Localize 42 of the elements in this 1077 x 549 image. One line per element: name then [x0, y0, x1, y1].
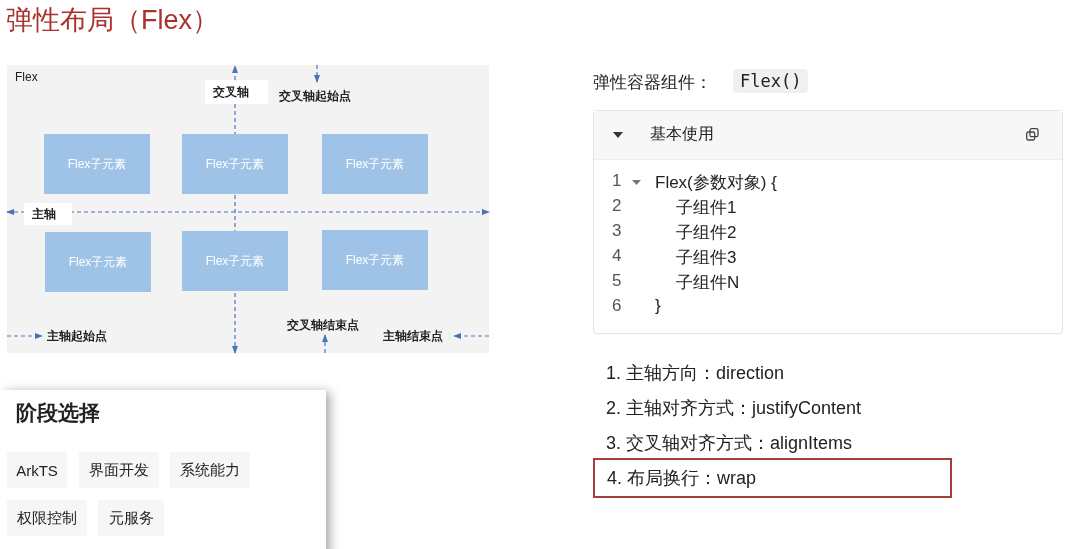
axis-label: 交叉轴结束点	[287, 317, 359, 334]
list-item: 2. 主轴对齐方式：justifyContent	[606, 397, 862, 420]
selection-card	[0, 390, 326, 549]
list-item: 1. 主轴方向：direction	[606, 362, 785, 385]
code-line: 子组件2	[676, 222, 737, 244]
card-heading: 阶段选择	[16, 400, 100, 426]
flex-item-box: Flex子元素	[322, 230, 428, 290]
line-number: 1	[612, 171, 622, 191]
code-line: 子组件3	[676, 247, 737, 269]
panel-label: Flex	[15, 70, 38, 84]
list-item: 3. 交叉轴对齐方式：alignItems	[606, 432, 853, 455]
flex-item-box: Flex子元素	[322, 134, 428, 194]
axis-label: 主轴结束点	[383, 328, 443, 345]
flex-item-box: Flex子元素	[182, 134, 288, 194]
tag-chip: ArkTS	[7, 452, 67, 488]
code-line: }	[655, 296, 661, 316]
caption-text: 弹性容器组件：	[593, 72, 712, 94]
tag-chip: 元服务	[98, 500, 164, 536]
code-heading: 基本使用	[650, 124, 714, 144]
code-chip: Flex()	[733, 69, 809, 93]
line-number: 5	[612, 271, 622, 291]
flex-container-panel	[7, 65, 489, 353]
line-number: 4	[612, 246, 622, 266]
tag-chip: 界面开发	[79, 452, 159, 488]
flex-item-box: Flex子元素	[182, 231, 288, 291]
axis-label: 交叉轴起始点	[279, 88, 351, 105]
title: 弹性布局（Flex）	[6, 4, 219, 37]
line-number: 6	[612, 296, 622, 316]
axis-label: 主轴起始点	[47, 328, 107, 345]
tag-chip: 权限控制	[7, 500, 87, 536]
code-line: Flex(参数对象) {	[655, 172, 777, 194]
highlight-box: 4. 布局换行：wrap	[593, 458, 952, 498]
flex-item-box: Flex子元素	[45, 232, 151, 292]
tag-chip: 系统能力	[170, 452, 250, 488]
code-line: 子组件N	[676, 272, 740, 294]
axis-label: 交叉轴	[205, 80, 268, 104]
line-number: 3	[612, 221, 622, 241]
code-panel	[593, 110, 1063, 334]
line-number: 2	[612, 196, 622, 216]
flex-item-box: Flex子元素	[44, 134, 150, 194]
axis-label: 主轴	[24, 203, 72, 225]
code-line: 子组件1	[676, 197, 737, 219]
